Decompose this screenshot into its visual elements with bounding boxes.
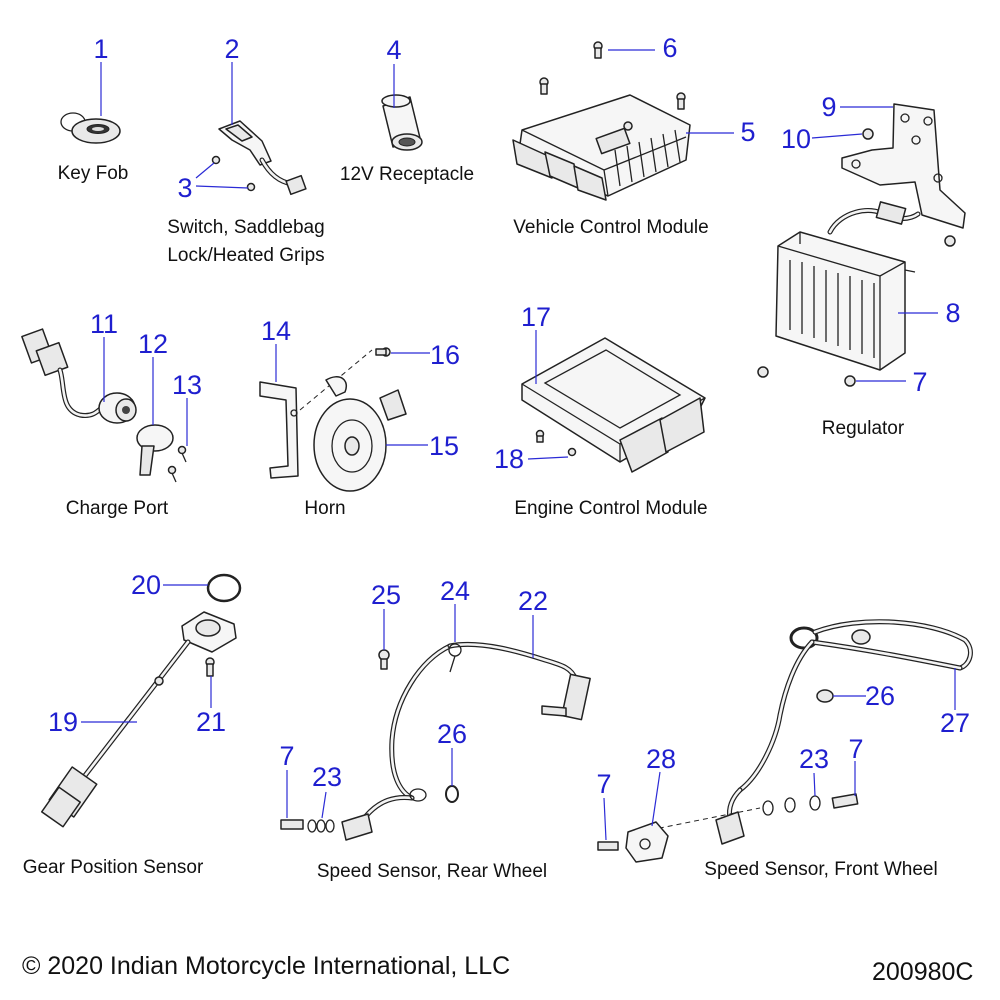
- callout-3: 3: [177, 173, 192, 203]
- callout-1: 1: [93, 34, 108, 64]
- horn-part: [259, 347, 407, 492]
- callout-21: 21: [196, 707, 226, 737]
- regulator-bracket-part: [841, 103, 966, 247]
- callout-18: 18: [494, 444, 524, 474]
- callout-6: 6: [662, 33, 677, 63]
- callout-7c: 7: [596, 769, 611, 799]
- gear-sensor-part: [40, 573, 242, 828]
- leader-7c: [603, 797, 607, 841]
- callout-19: 19: [48, 707, 78, 737]
- charge-port-part: [21, 328, 187, 483]
- caption-gear-sensor: Gear Position Sensor: [23, 857, 204, 878]
- caption-switch-line1: Switch, Saddlebag: [167, 217, 324, 238]
- key-fob-part: [60, 112, 121, 144]
- callout-25: 25: [371, 580, 401, 610]
- speed-sensor-rear-part: [280, 641, 591, 841]
- switch-part: [211, 120, 307, 196]
- callout-15: 15: [429, 431, 459, 461]
- callout-28: 28: [646, 744, 676, 774]
- callout-8: 8: [945, 298, 960, 328]
- callout-9: 9: [821, 92, 836, 122]
- callout-26a: 26: [437, 719, 467, 749]
- leader-23b: [813, 772, 816, 797]
- callout-14: 14: [261, 316, 291, 346]
- leader-10: [811, 133, 863, 139]
- leader-18: [527, 456, 569, 460]
- caption-switch-line2: Lock/Heated Grips: [167, 245, 324, 266]
- callout-22: 22: [518, 586, 548, 616]
- regulator-part: [757, 201, 921, 387]
- callout-7a: 7: [912, 367, 927, 397]
- callout-5: 5: [740, 117, 755, 147]
- callout-23b: 23: [799, 744, 829, 774]
- callout-13: 13: [172, 370, 202, 400]
- leader-3: [195, 162, 249, 189]
- receptacle-part: [381, 94, 423, 151]
- callout-20: 20: [131, 570, 161, 600]
- document-number: 200980C: [872, 958, 974, 986]
- caption-speed-rear: Speed Sensor, Rear Wheel: [317, 861, 547, 882]
- caption-horn: Horn: [304, 498, 345, 519]
- callout-17: 17: [521, 302, 551, 332]
- leader-28: [651, 771, 661, 827]
- callout-7d: 7: [848, 734, 863, 764]
- caption-receptacle: 12V Receptacle: [340, 164, 474, 185]
- caption-regulator: Regulator: [822, 418, 905, 439]
- callout-26b: 26: [865, 681, 895, 711]
- callout-4: 4: [386, 35, 401, 65]
- callout-10: 10: [781, 124, 811, 154]
- caption-ecm: Engine Control Module: [514, 498, 707, 519]
- callout-2: 2: [224, 34, 239, 64]
- callout-7b: 7: [279, 741, 294, 771]
- vcm-part: [512, 41, 691, 201]
- copyright-text: © 2020 Indian Motorcycle International, …: [22, 952, 511, 980]
- callout-16: 16: [430, 340, 460, 370]
- callout-24: 24: [440, 576, 470, 606]
- caption-charge-port: Charge Port: [66, 498, 169, 519]
- ecm-part: [521, 337, 706, 473]
- callout-11: 11: [90, 309, 118, 339]
- speed-sensor-front-part: [597, 619, 973, 863]
- callout-27: 27: [940, 708, 970, 738]
- caption-key-fob: Key Fob: [58, 163, 129, 184]
- callout-12: 12: [138, 329, 168, 359]
- leader-23a: [321, 791, 327, 819]
- callout-23a: 23: [312, 762, 342, 792]
- caption-vcm: Vehicle Control Module: [513, 217, 708, 238]
- caption-speed-front: Speed Sensor, Front Wheel: [704, 859, 937, 880]
